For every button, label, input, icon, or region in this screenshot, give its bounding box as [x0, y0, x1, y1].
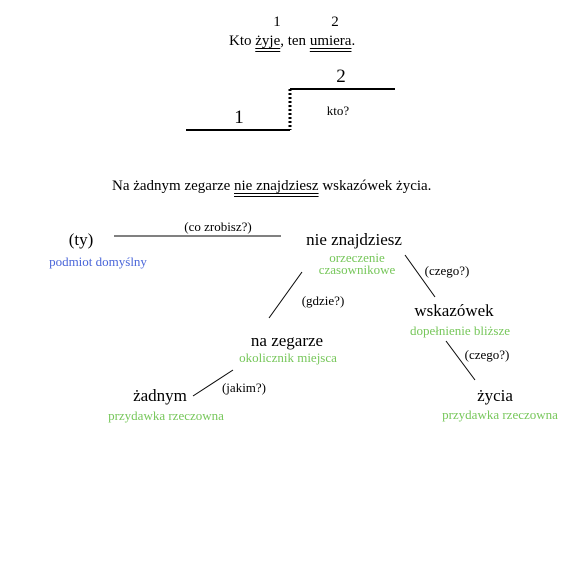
predicate-role-line-two: czasownikowe [318, 262, 396, 277]
edge-label-gdzie: (gdzie?) [301, 293, 345, 308]
edge-label-czego-object: (czego?) [424, 263, 470, 278]
sentence-one: Kto żyje, ten umiera. [229, 34, 355, 49]
edge-adverbial-attribute [192, 369, 234, 397]
predicate-role-line-one: orzeczenie [329, 250, 385, 265]
stair-label-two: 2 [336, 66, 346, 87]
attribute-two-word: życia [477, 386, 513, 405]
edge-label-co-zrobisz: (co zrobisz?) [184, 219, 252, 234]
sentence-one-verb-two: umiera [309, 33, 352, 49]
stair-question: kto? [326, 103, 350, 118]
edge-label-czego-attribute: (czego?) [464, 347, 510, 362]
attribute-two-role: przydawka rzeczowna [442, 407, 558, 422]
attribute-one-role: przydawka rzeczowna [108, 408, 224, 423]
object-word: wskazówek [414, 301, 494, 320]
subject-role: podmiot domyślny [49, 254, 147, 269]
edge-label-jakim: (jakim?) [221, 380, 267, 395]
sentence-one-verb-one: żyje [255, 33, 281, 49]
sentence-one-text-after: . [351, 33, 356, 49]
edge-object-attribute [445, 340, 476, 381]
adverbial-word: na zegarze [250, 331, 324, 350]
sentence-one-text-before: Kto [229, 33, 256, 49]
sentence-two-predicate: nie znajdziesz [234, 178, 319, 194]
edge-predicate-adverbial [268, 271, 303, 319]
object-role: dopełnienie bliższe [410, 323, 510, 338]
attribute-one-word: żadnym [133, 386, 187, 405]
adverbial-role: okolicznik miejsca [239, 350, 337, 365]
stair-label-one: 1 [234, 107, 244, 128]
subject-number-label: 1 [273, 14, 281, 30]
sentence-two-text-after: wskazówek życia. [318, 178, 432, 194]
sentence-one-text-middle: , ten [280, 33, 310, 49]
predicate-number-label: 2 [331, 14, 339, 30]
predicate-word: nie znajdziesz [306, 230, 402, 249]
sentence-two: Na żadnym zegarze nie znajdziesz wskazów… [112, 179, 431, 194]
subject-word: (ty) [68, 230, 94, 249]
edge-predicate-object [404, 254, 436, 298]
sentence-two-text-before: Na żadnym zegarze [112, 178, 235, 194]
